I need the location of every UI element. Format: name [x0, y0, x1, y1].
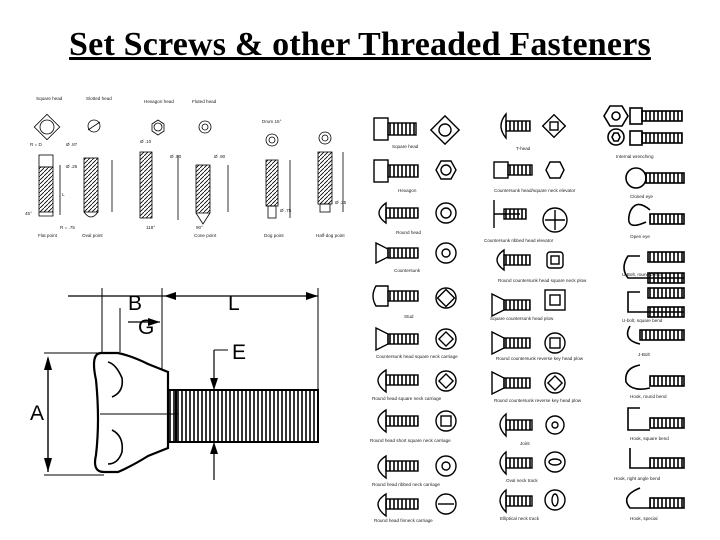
label-slotted-head: Slotted head [86, 96, 112, 101]
dim-090: Ø .90 [214, 154, 226, 159]
label-round-head-bolt: Round head [396, 230, 421, 235]
callout-b: B [128, 292, 142, 315]
label-j-bolt: J-Bolt [638, 352, 650, 357]
label-dog-point: Dog point [264, 233, 284, 238]
dim-010: Ø .10 [140, 139, 152, 144]
label-stud: Stud [404, 314, 414, 319]
dim-90deg: 90° [196, 225, 203, 230]
page-title: Set Screws & other Threaded Fasteners [69, 26, 651, 63]
label-cone-point: Cone point [194, 233, 217, 238]
dim-rd: R = D [30, 142, 43, 147]
label-rh-short-sq-neck-carriage: Round head short square neck carriage [370, 438, 451, 443]
dim-025: Ø .25 [66, 164, 78, 169]
callout-a: A [30, 402, 44, 425]
fastener-column-3: Internal wrenching Closed eye Open eye U… [603, 105, 685, 521]
label-rh-finneck-carriage: Round head finneck carriage [374, 518, 433, 523]
callout-l: L [228, 292, 240, 315]
label-closed-eye: Closed eye [630, 194, 653, 199]
label-square-head-bolt: Square head [392, 144, 419, 149]
label-hook-special: Hook, special [630, 516, 658, 521]
dim-075: Ø .75 [280, 208, 292, 213]
dim-r075: R = .75 [60, 225, 75, 230]
label-u-bolt-round: U-Bolt, round bend [622, 272, 661, 277]
label-oval-point: Oval point [82, 233, 103, 238]
label-cs-sq-neck-carriage: Countersunk head square neck carriage [376, 354, 458, 359]
label-flat-point: Flat point [38, 233, 58, 238]
dim-drum: Drum 15° [262, 119, 282, 124]
dim-025b: Ø .25 [335, 200, 347, 205]
label-joint: Joint [520, 441, 530, 446]
label-rc-sq-neck-plow: Round countersunk head square neck plow [498, 278, 587, 283]
set-screws-diagram: Square head Slotted head Hexagon head Fl… [25, 96, 347, 238]
cap-screw-diagram: B L G E A [30, 288, 319, 480]
label-u-bolt-square: U-bolt, square bend [622, 318, 663, 323]
label-hook-square: Hook, square bend [630, 436, 669, 441]
label-rc-reverse-key-plow-2: Round countersunk reverse key head plow [494, 398, 582, 403]
label-rc-reverse-key-plow-1: Round countersunk reverse key head plow [496, 356, 584, 361]
dim-087: Ø .87 [66, 142, 78, 147]
label-oval-neck-track: Oval neck track [506, 478, 538, 483]
callout-g: G [138, 316, 154, 339]
label-half-dog-point: Half-dog point [316, 233, 345, 238]
dim-l1: L [62, 192, 65, 197]
label-square-head: Square head [36, 96, 63, 101]
label-internal-wrenching: Internal wrenching [616, 154, 654, 159]
label-countersunk-bolt: Countersunk [394, 268, 421, 273]
label-cs-sq-neck-elevator: Countersunk head/square neck elevator [494, 188, 576, 193]
label-hook-round: Hook, round bend [630, 394, 667, 399]
dim-45: 45° [25, 211, 32, 216]
fastener-column-2: T-head Countersunk head/square neck elev… [484, 112, 587, 521]
fastener-column-1: Square head Hexagon Round head Countersu… [370, 114, 461, 523]
label-fluted-head: Fluted head [192, 99, 217, 104]
dim-080: Ø .80 [170, 154, 182, 159]
label-rh-ribbed-neck-carriage: Round head ribbed neck carriage [372, 482, 440, 487]
label-hexagon-head: Hexagon head [144, 99, 174, 104]
label-open-eye: Open eye [630, 234, 650, 239]
label-hook-right-angle: Hook, right angle bend [614, 476, 661, 481]
label-sq-cs-plow: Square countersunk head plow [490, 316, 554, 321]
label-elliptical-neck-track: Elliptical neck track [500, 516, 540, 521]
label-rh-sq-neck-carriage: Round head square neck carriage [372, 396, 442, 401]
label-t-head: T-head [516, 146, 531, 151]
label-cs-ribbed-elevator: Countersunk ribbed head elevator [484, 238, 554, 243]
dim-118: 118° [146, 225, 155, 230]
callout-e: E [232, 341, 246, 364]
label-hexagon-bolt: Hexagon [398, 188, 417, 193]
